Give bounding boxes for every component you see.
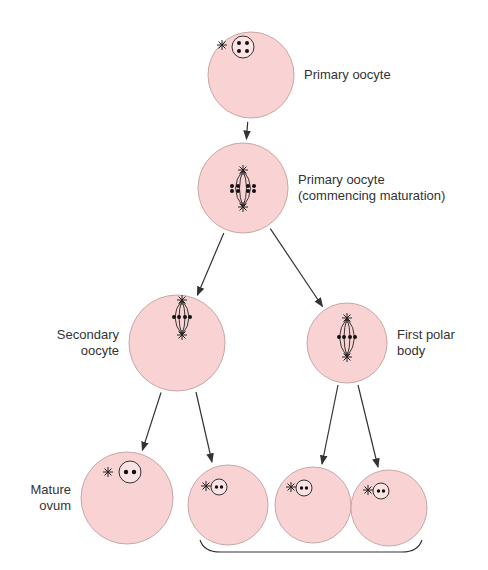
stage-label: Primary oocyte (commencing maturation): [298, 172, 453, 204]
division-arrow: [197, 233, 223, 295]
division-arrow: [246, 122, 247, 139]
stage-label: Primary oocyte: [304, 67, 424, 83]
division-arrow: [142, 392, 161, 450]
division-arrow: [270, 229, 322, 307]
stage-label: Mature ovum: [13, 482, 71, 514]
primary-oocyte-maturing: Primary oocyte (commencing maturation): [198, 143, 288, 233]
mature-ovum: Mature ovum: [81, 452, 173, 544]
polar-body: First polar body: [307, 303, 387, 383]
stage-label: Secondary oocyte: [47, 327, 119, 359]
stage-label: First polar body: [397, 327, 475, 359]
primary-oocyte: Primary oocyte: [208, 32, 294, 118]
secondary-oocyte: Secondary oocyte: [129, 295, 225, 391]
